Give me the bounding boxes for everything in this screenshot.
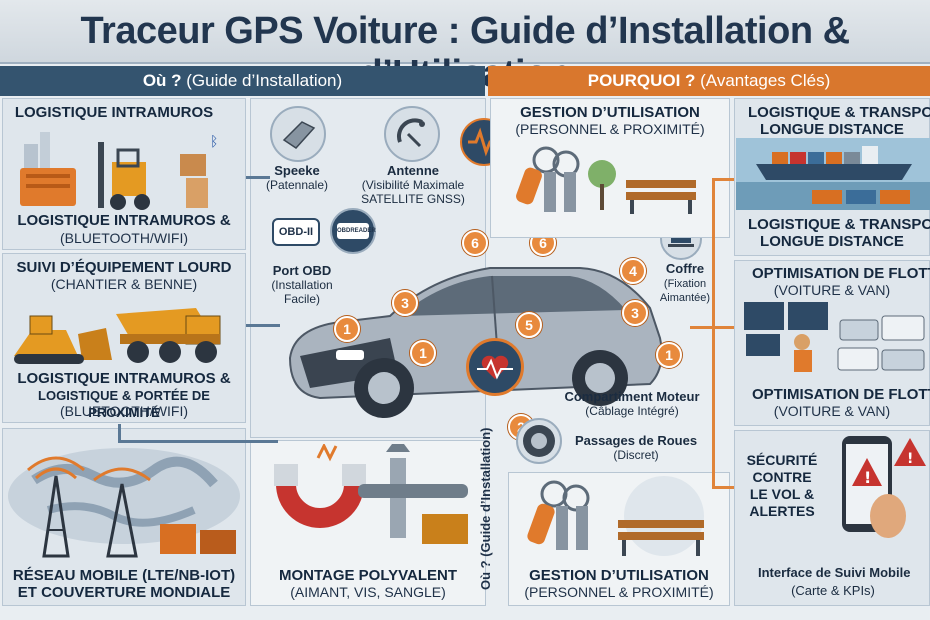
badge-3-dash: 3 (392, 290, 418, 316)
badge-6-roof: 6 (462, 230, 488, 256)
gestion-top-title: GESTION D’UTILISATION (520, 104, 700, 121)
interface-sub: (Carte & KPIs) (791, 583, 875, 598)
logistique-intramuros-sub: (BLUETOOTH/WIFI) (59, 230, 189, 246)
flotte-title: OPTIMISATION DE FLOTTE (752, 265, 930, 282)
speeke-label: Speeke(Patennale) (254, 163, 340, 193)
equipement-sub2: (BLUETOOTH/WIFI) (59, 403, 189, 419)
montage-sub: (AIMANT, VIS, SANGLE) (290, 584, 446, 600)
tracker-pulse-icon (466, 338, 524, 396)
keys-bench-illustration-2 (527, 476, 704, 556)
speeke-icon (270, 106, 326, 162)
moteur-title: Compartiment Moteur (564, 389, 700, 404)
why-header-bg (488, 66, 930, 96)
phone-alert-illustration: ! ! (842, 436, 926, 538)
keys-bench-illustration (516, 146, 696, 214)
flotte-sub2: (VOITURE & VAN) (773, 403, 891, 419)
coffre-sub1: (Fixation (663, 278, 707, 290)
gestion-top-sub: (PERSONNEL & PROXIMITÉ) (515, 121, 705, 137)
securite-l3: LE VOL & (749, 486, 815, 502)
roues-label: Passages de Roues(Discret) (566, 433, 706, 463)
flotte-title2: OPTIMISATION DE FLOTTE (752, 386, 930, 403)
montage-title: MONTAGE POLYVALENT (278, 567, 458, 584)
vertical-install-label: Où ? (Guide d’Installation) (478, 427, 493, 591)
badge-4-coffre: 4 (620, 258, 646, 284)
obd-title: Port OBD (272, 263, 332, 278)
roues-title: Passages de Roues (574, 433, 698, 448)
longue-title3: LOGISTIQUE & TRANSPORT (748, 216, 930, 233)
badge-1-moteur: 1 (656, 342, 682, 368)
equipement-title2: LOGISTIQUE INTRAMUROS & (17, 370, 231, 387)
longue-title1: LOGISTIQUE & TRANSPORT (748, 104, 930, 121)
why-header-rest: (Avantages Clés) (695, 71, 831, 90)
where-header-bold: Où ? (142, 71, 182, 90)
badge-1-obd: 1 (334, 316, 360, 342)
obd-reader-text: OBDREADER (337, 223, 376, 239)
connector-line (246, 324, 280, 327)
connector-line (712, 178, 734, 181)
equipement-title: SUIVI D’ÉQUIPEMENT LOURD (16, 259, 232, 276)
connector-line (712, 486, 734, 489)
fleet-monitor-illustration (744, 302, 925, 372)
gestion-bottom-title: GESTION D’UTILISATION (529, 567, 709, 584)
coffre-title: Coffre (665, 261, 705, 276)
moteur-label: Compartiment Moteur(Câblage Intégré) (556, 389, 708, 419)
where-header: Où ? (Guide d’Installation) (0, 71, 485, 91)
antenna-icon (384, 106, 440, 162)
logistique-intramuros-title: LOGISTIQUE INTRAMUROS (14, 104, 214, 121)
speeke-sub: (Patennale) (265, 178, 329, 192)
badge-5-door: 5 (516, 312, 542, 338)
cell-tower-map-illustration (8, 448, 240, 558)
antenne-sub2: SATELLITE GNSS) (361, 192, 465, 206)
obd-chip-icon: OBD-II (272, 218, 320, 246)
equipement-sub: (CHANTIER & BENNE) (50, 276, 198, 292)
securite-text: SÉCURITÉ CONTRE LE VOL & ALERTES (738, 452, 826, 520)
ship-train-illustration (736, 138, 930, 210)
gestion-bottom-sub: (PERSONNEL & PROXIMITÉ) (524, 584, 714, 600)
logistique-intramuros-title2: LOGISTIQUE INTRAMUROS & (17, 212, 231, 229)
reseau-title: RÉSEAU MOBILE (LTE/NB-IoT) (12, 567, 236, 584)
coffre-sub2: Aimantée) (659, 292, 711, 304)
svg-text:!: ! (864, 468, 871, 487)
securite-l2: CONTRE (752, 469, 812, 485)
antenne-title: Antenne (387, 163, 439, 178)
title-bar (0, 0, 930, 64)
flotte-sub: (VOITURE & VAN) (773, 282, 891, 298)
moteur-sub: (Câblage Intégré) (585, 404, 679, 418)
bulldozer-dumptruck-illustration (14, 308, 221, 364)
where-header-bg (0, 66, 485, 96)
connector-line (118, 424, 121, 442)
securite-l4: ALERTES (749, 503, 815, 519)
wheel-icon (516, 418, 562, 464)
obd-sub2: Facile) (283, 292, 320, 306)
interface-title: Interface de Suivi Mobile (758, 565, 911, 580)
antenne-sub1: (Visibilité Maximale (361, 178, 465, 192)
connector-line (118, 440, 278, 443)
badge-1-engine: 1 (410, 340, 436, 366)
connector-line (246, 176, 270, 179)
interface-label: Interface de Suivi Mobile (736, 566, 930, 580)
equipement-title3: LOGISTIQUE & PORTÉE DE PROXIMITÉ (38, 388, 210, 420)
obd-sub1: (Installation (271, 278, 333, 292)
svg-text:!: ! (907, 451, 913, 467)
badge-3-rear: 3 (622, 300, 648, 326)
securite-l1: SÉCURITÉ (746, 452, 818, 468)
obd-reader-icon: OBDREADER (330, 208, 376, 254)
why-header: POURQUOI ? (Avantages Clés) (488, 71, 930, 91)
longue-title2: LONGUE DISTANCE (760, 121, 904, 138)
speeke-title: Speeke (274, 163, 320, 178)
bluetooth-icon: ᛒ (210, 134, 218, 150)
why-header-bold: POURQUOI ? (587, 71, 696, 90)
longue-title4: LONGUE DISTANCE (760, 233, 904, 250)
reseau-title2: ET COUVERTURE MONDIALE (17, 584, 231, 601)
magnet-bolt-illustration (274, 444, 468, 544)
connector-line (712, 178, 715, 488)
page-title: Traceur GPS Voiture : Guide d’Installati… (80, 10, 850, 95)
where-header-rest: (Guide d’Installation) (181, 71, 343, 90)
warehouse-forklift-illustration: ᛒ (20, 132, 218, 210)
roues-sub: (Discret) (613, 448, 659, 462)
